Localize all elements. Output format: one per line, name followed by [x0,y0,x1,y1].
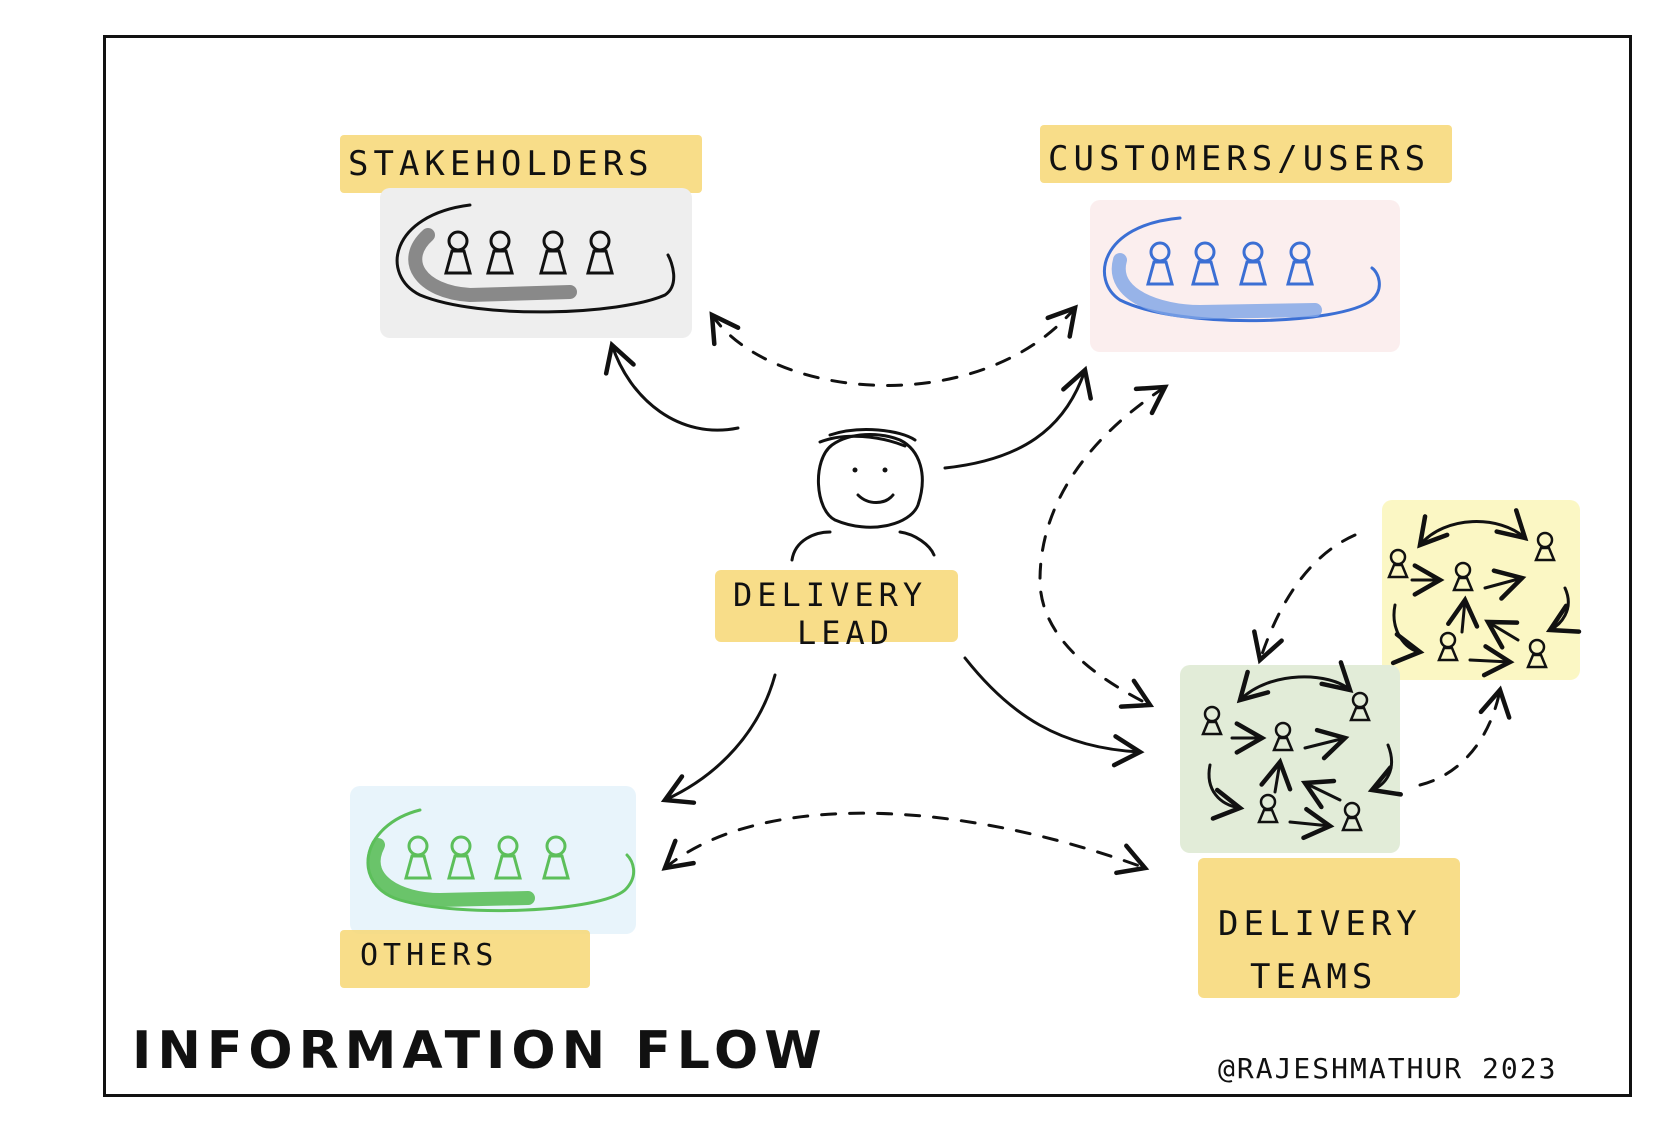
delivery-lead-label-line1: DELIVERY [733,576,927,614]
dashed-others-teams [661,811,1150,876]
delivery-lead-smile [856,493,895,504]
others-label: OTHERS [360,938,498,973]
stakeholders-group: STAKEHOLDERS [340,135,702,338]
delivery-lead-shoulder-right [898,530,936,557]
solid-arrows [603,340,1145,805]
customers-shadow [1111,253,1322,320]
stakeholders-label: STAKEHOLDERS [348,144,654,184]
customers-group: CUSTOMERS/USERS [1040,125,1452,352]
delivery-lead-group: DELIVERY LEAD [715,428,958,652]
stakeholders-highlight [340,135,702,193]
team-box-green [1180,665,1400,853]
dashed-customers-teams [1038,384,1169,709]
delivery-teams-group: DELIVERY TEAMS [1180,500,1582,998]
diagram-frame [103,35,1632,1097]
arrow-lead-to-teams [963,656,1145,768]
delivery-lead-highlight [715,570,958,642]
others-shadow [366,838,535,908]
team-box-yellow [1382,500,1580,680]
others-group: OTHERS [340,786,636,988]
delivery-lead-label-line2: LEAD [797,614,894,652]
dashed-stakeholders-customers [709,304,1078,387]
delivery-teams-highlight [1198,858,1460,998]
delivery-lead-shoulder-left [790,530,832,562]
dashed-yellow-to-green [1252,533,1357,665]
diagram-title: INFORMATION FLOW [132,1021,828,1081]
delivery-lead-eye-right [882,467,888,473]
customers-label: CUSTOMERS/USERS [1048,139,1430,179]
delivery-teams-label-line2: TEAMS [1250,957,1377,997]
customers-box [1090,200,1400,352]
arrow-lead-to-stakeholders [603,340,740,432]
stakeholders-shadow [408,228,577,303]
stakeholders-box [380,188,692,338]
arrow-lead-to-customers [943,365,1093,470]
delivery-lead-head [817,433,924,529]
customers-highlight [1040,125,1452,183]
delivery-lead-eye-left [852,467,858,473]
credit: @RAJESHMATHUR 2023 [1218,1052,1557,1085]
dashed-arrows [661,304,1512,876]
arrow-lead-to-others [660,673,777,805]
delivery-teams-label-line1: DELIVERY [1218,904,1422,944]
stakeholders-circle [395,203,676,314]
delivery-lead-hair [828,428,917,442]
dashed-green-to-yellow [1418,685,1512,787]
others-highlight [340,930,590,988]
